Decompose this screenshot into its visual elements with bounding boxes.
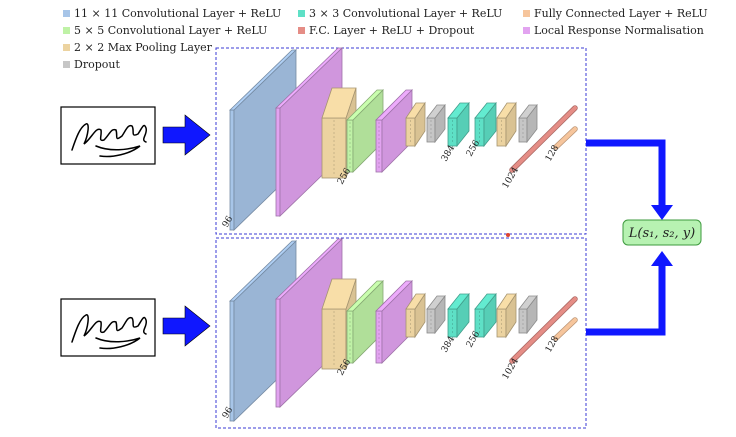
conv3-layer-2 [474,101,497,148]
loss-label: L(s₁, s₂, y) [628,226,695,241]
loss-box [622,219,702,246]
dropout-layer [426,294,446,335]
lrn-layer [275,238,343,408]
pool-layer-2 [405,292,426,339]
legend-label-dropout: Dropout [74,58,120,71]
pool-layer-3 [496,101,517,148]
legend-swatch-lrn [523,27,530,34]
bottom-signature-image [60,298,156,357]
conv3-layer-2 [474,292,497,339]
legend-swatch-pool [63,44,70,51]
dropout-layer [426,103,446,144]
conv5-layer [346,89,384,173]
legend-swatch-fcdrop [298,27,305,34]
legend-label-lrn: Local Response Normalisation [534,24,704,37]
legend-swatch-conv3 [298,10,305,17]
legend-swatch-fc [523,10,530,17]
legend-label-fcdrop: F.C. Layer + ReLU + Dropout [309,24,475,37]
top-input-arrow [162,114,211,156]
dim-label-384: 384 [440,143,457,163]
pool-layer-2 [405,101,426,148]
fc-layer [553,126,578,150]
dropout-layer-2 [518,294,538,335]
legend-swatch-dropout [63,61,70,68]
dim-label-1024: 1024 [501,165,521,190]
pool-layer-3 [496,292,517,339]
legend-swatch-conv5 [63,27,70,34]
bottom-input-arrow [162,305,211,347]
legend-label-conv5: 5 × 5 Convolutional Layer + ReLU [74,24,267,37]
fc-dropout-layer [509,296,578,364]
bottom-output-arrow [586,251,673,336]
dim-label-384: 384 [440,334,457,354]
top-output-arrow [586,139,673,220]
dim-label-1024: 1024 [501,356,521,381]
red-dot [506,233,510,237]
fc-dropout-layer [509,105,578,173]
fc-layer [553,317,578,341]
conv3-layer-1 [447,101,470,148]
legend-label-fc: Fully Connected Layer + ReLU [534,7,708,20]
legend-label-conv11: 11 × 11 Convolutional Layer + ReLU [74,7,281,20]
top-signature-image [60,106,156,165]
conv3-layer-1 [447,292,470,339]
dropout-layer-2 [518,103,538,144]
lrn-layer [275,47,343,217]
lrn-layer-2 [375,89,413,173]
legend-label-pool: 2 × 2 Max Pooling Layer [74,41,213,54]
legend-label-conv3: 3 × 3 Convolutional Layer + ReLU [309,7,502,20]
legend-swatch-conv11 [63,10,70,17]
legend: 11 × 11 Convolutional Layer + ReLU 3 × 3… [63,7,708,71]
